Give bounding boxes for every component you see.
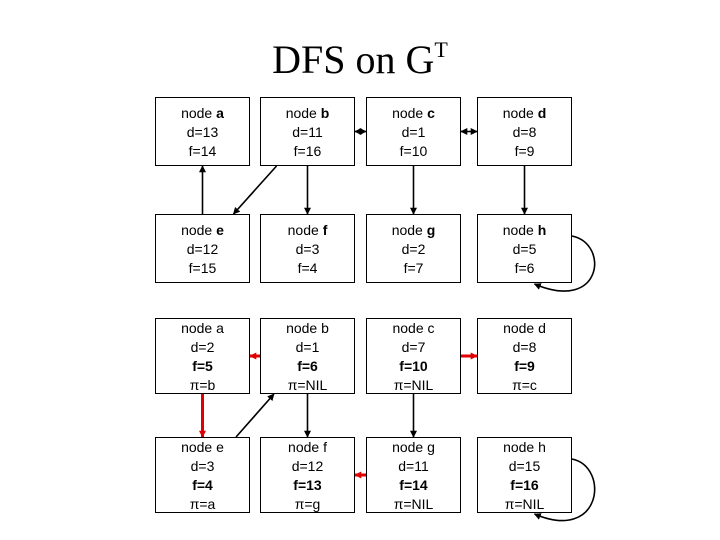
node-discovery: d=12 (291, 458, 324, 474)
node-finish: f=9 (514, 358, 535, 374)
node-parent: π=NIL (287, 377, 328, 393)
node-parent: π=b (189, 377, 216, 393)
node-finish: f=10 (399, 358, 428, 374)
node-label: node h (503, 439, 546, 455)
edge-h-h-grid0 (533, 235, 596, 292)
node-discovery: d=15 (508, 458, 541, 474)
node-a-bottom: node a d=2 f=5 π=b (155, 318, 250, 394)
node-b-bottom: node b d=1 f=6 π=NIL (260, 318, 355, 394)
slide-title: DFS on GT (200, 36, 520, 83)
node-label: node d (503, 320, 546, 336)
edge-b-e-grid0 (232, 165, 278, 215)
node-d-bottom: node d d=8 f=9 π=c (477, 318, 572, 394)
node-a-top: node a d=13 f=14 (155, 97, 250, 166)
node-label: node g (392, 439, 435, 455)
node-label: node e (181, 439, 224, 455)
node-parent: π=c (512, 377, 537, 393)
edge-h-h-grid1 (533, 458, 596, 522)
node-discovery: d=2 (401, 241, 426, 257)
node-c-bottom: node c d=7 f=10 π=NIL (366, 318, 461, 394)
node-discovery: d=3 (295, 241, 320, 257)
node-discovery: d=8 (512, 124, 537, 140)
node-label: node f (288, 439, 327, 455)
node-discovery: d=7 (401, 339, 426, 355)
node-d-top: node d d=8 f=9 (477, 97, 572, 166)
node-parent: π=g (294, 496, 321, 512)
node-finish: f=10 (399, 143, 428, 159)
node-finish: f=15 (188, 260, 217, 276)
node-discovery: d=2 (190, 339, 215, 355)
node-label: node e (181, 222, 224, 238)
node-discovery: d=5 (512, 241, 537, 257)
node-label: node a (181, 105, 224, 121)
node-discovery: d=1 (295, 339, 320, 355)
node-label: node g (391, 222, 436, 238)
node-finish: f=13 (293, 477, 322, 493)
node-finish: f=7 (403, 260, 424, 276)
node-finish: f=16 (510, 477, 539, 493)
node-finish: f=14 (399, 477, 428, 493)
node-f-top: node f d=3 f=4 (260, 214, 355, 283)
node-h-bottom: node h d=15 f=16 π=NIL (477, 437, 572, 513)
node-g-top: node g d=2 f=7 (366, 214, 461, 283)
node-finish: f=9 (514, 143, 535, 159)
node-discovery: d=11 (398, 458, 429, 474)
node-finish: f=4 (192, 477, 213, 493)
node-label: node d (502, 105, 547, 121)
title-text: DFS on G (272, 37, 435, 82)
node-label: node c (392, 105, 435, 121)
node-finish: f=6 (297, 358, 318, 374)
node-discovery: d=11 (292, 124, 323, 140)
node-discovery: d=1 (401, 124, 426, 140)
node-finish: f=4 (297, 260, 318, 276)
node-e-bottom: node e d=3 f=4 π=a (155, 437, 250, 513)
node-label: node b (286, 320, 329, 336)
node-parent: π=NIL (393, 496, 434, 512)
node-label: node c (392, 320, 435, 336)
node-finish: f=14 (188, 143, 217, 159)
node-discovery: d=13 (186, 124, 219, 140)
node-h-top: node h d=5 f=6 (477, 214, 572, 283)
node-g-bottom: node g d=11 f=14 π=NIL (366, 437, 461, 513)
node-label: node f (287, 222, 328, 238)
node-label: node b (285, 105, 330, 121)
node-e-top: node e d=12 f=15 (155, 214, 250, 283)
node-parent: π=NIL (504, 496, 545, 512)
node-parent: π=NIL (393, 377, 434, 393)
edge-e-b-grid1 (235, 393, 275, 438)
node-discovery: d=3 (190, 458, 215, 474)
node-discovery: d=8 (512, 339, 537, 355)
node-parent: π=a (189, 496, 216, 512)
node-discovery: d=12 (186, 241, 219, 257)
node-finish: f=16 (293, 143, 322, 159)
node-b-top: node b d=11 f=16 (260, 97, 355, 166)
node-f-bottom: node f d=12 f=13 π=g (260, 437, 355, 513)
node-finish: f=6 (514, 260, 535, 276)
node-c-top: node c d=1 f=10 (366, 97, 461, 166)
node-finish: f=5 (192, 358, 213, 374)
title-superscript: T (434, 36, 448, 62)
node-label: node h (502, 222, 547, 238)
node-label: node a (181, 320, 224, 336)
